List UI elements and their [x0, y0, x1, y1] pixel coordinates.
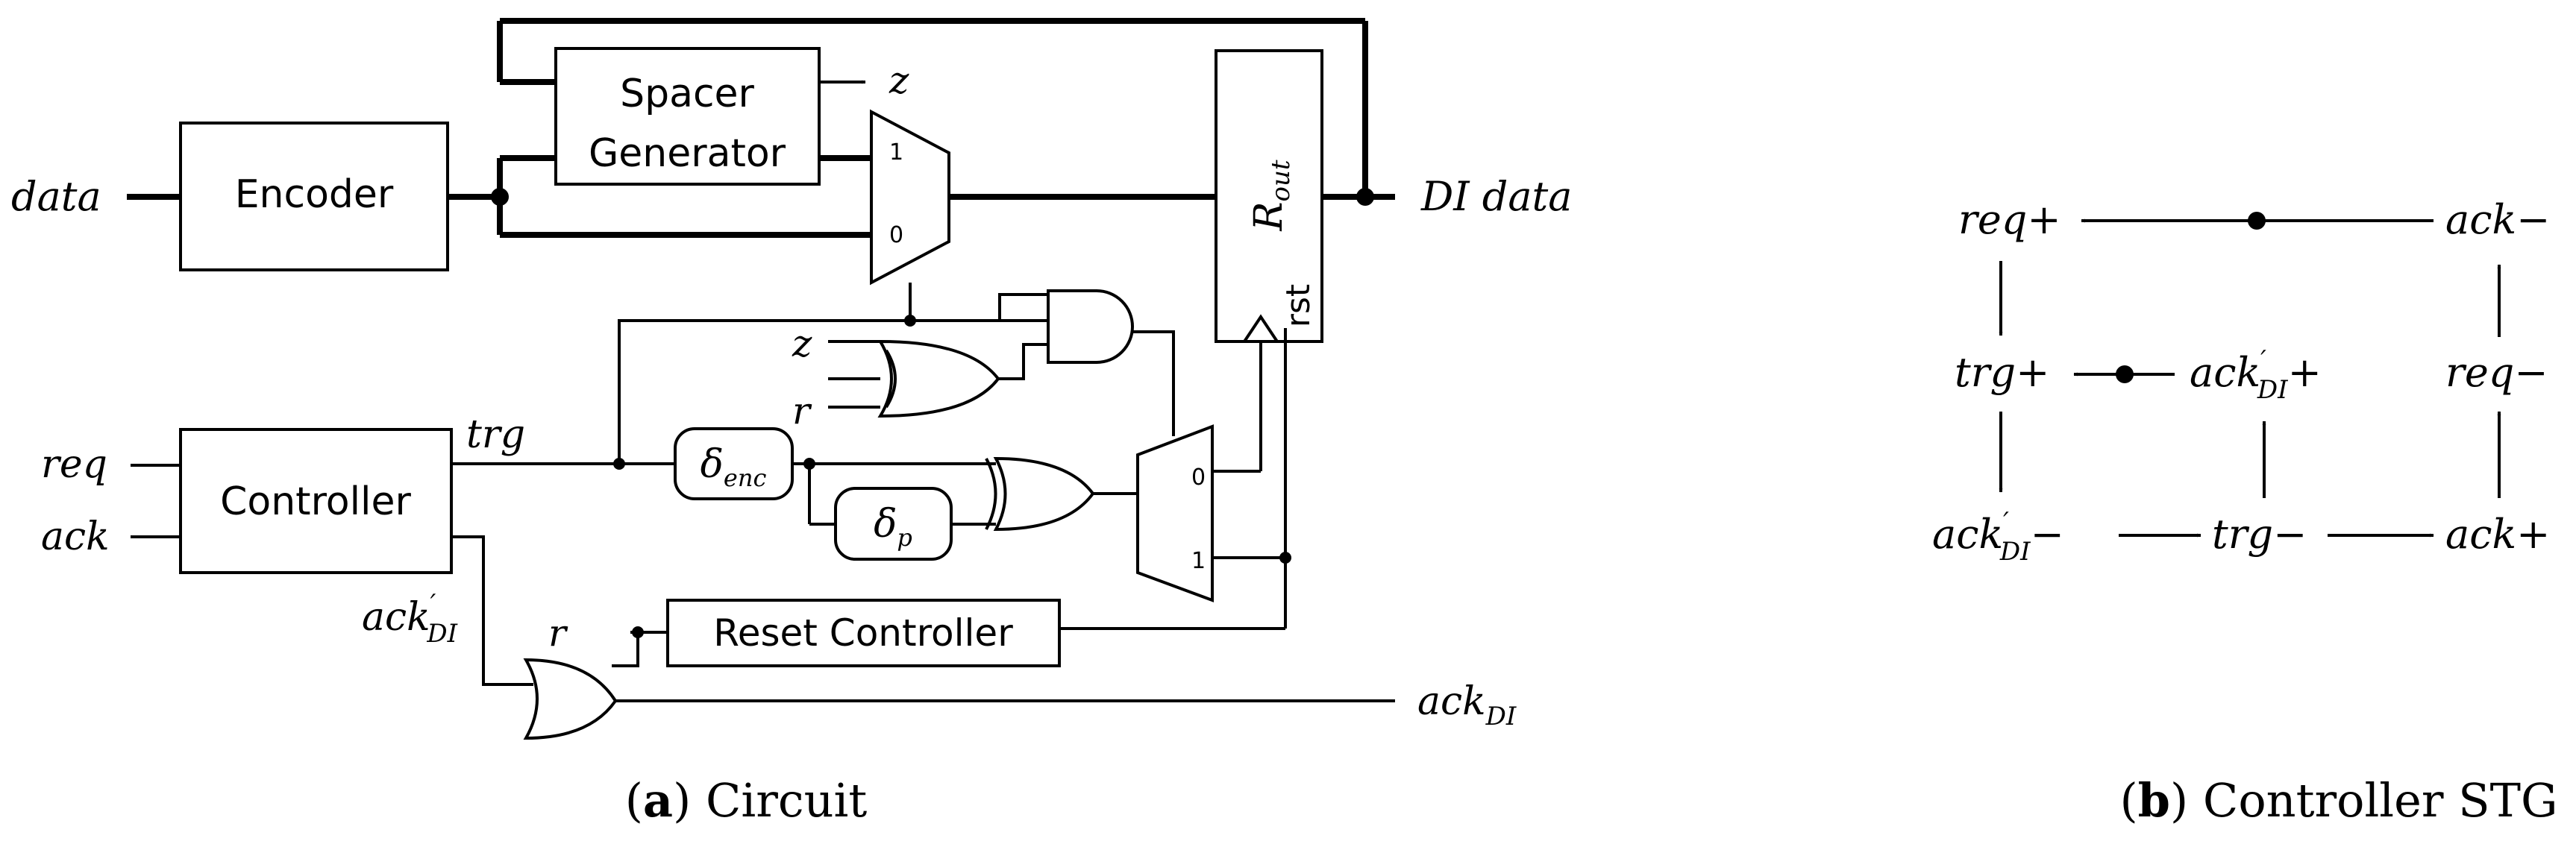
mux2-input-0-label: 0: [1191, 465, 1206, 491]
stg-token: [2248, 212, 2266, 230]
junction-dot: [491, 188, 509, 206]
encoder-label: Encoder: [235, 172, 394, 217]
trg-label: trg: [466, 412, 525, 457]
junction-dot: [904, 315, 916, 327]
stg-token: [2116, 365, 2134, 383]
stg-node-req-minus: req−: [2445, 349, 2548, 396]
spacer-generator-block: Spacer Generator: [554, 47, 821, 186]
req-input-label: req: [41, 442, 107, 487]
control-mux: 0 1: [1136, 424, 1214, 602]
output-mux: 1 0: [870, 109, 950, 286]
svg-text:ack′DI+: ack′DI+: [2190, 345, 2322, 405]
svg-text:ackDI: ackDI: [1417, 679, 1517, 731]
stg-node-ack-minus: ack−: [2445, 196, 2550, 243]
register-rst-label: rst: [1279, 284, 1317, 327]
reset-controller-block: Reset Controller: [666, 599, 1061, 667]
svg-text:ack′DI−: ack′DI−: [1932, 507, 2064, 567]
register-subscript: out: [1266, 160, 1296, 201]
svg-text:δp: δp: [874, 502, 912, 552]
ack-di-output-label: ack: [1417, 679, 1486, 724]
spacer-label-line2: Generator: [589, 131, 786, 176]
z-output-label: z: [889, 59, 909, 102]
svg-text:ack′DI: ack′DI: [362, 589, 458, 649]
ack-di-prime-subscript: DI: [426, 619, 457, 649]
stg-node-ack-di-minus: ack: [1932, 511, 2003, 558]
r-input-label: r: [792, 389, 812, 432]
junction-dot: [1279, 552, 1291, 564]
stg-node-ack-di-minus-sign: −: [2031, 511, 2064, 558]
reset-controller-label: Reset Controller: [713, 611, 1013, 655]
stg-node-trg-minus: trg−: [2212, 511, 2307, 558]
caption-b-letter: b: [2138, 773, 2170, 828]
junction-dot: [803, 458, 815, 470]
and-gate: [1047, 289, 1134, 364]
caption-a-letter: a: [643, 773, 673, 828]
stg-node-req-plus: req+: [1958, 196, 2061, 243]
delay-p-block: δp: [834, 487, 953, 561]
delay-p-subscript: p: [897, 523, 912, 552]
stg-node-trg-plus: trg+: [1955, 349, 2049, 396]
caption-a-text: Circuit: [706, 773, 867, 828]
data-input-label: data: [11, 173, 101, 220]
or-gate-spacer: [877, 339, 1000, 418]
svg-text:Rout: Rout: [1247, 160, 1296, 232]
stg-node-ack-di-plus: ack: [2190, 349, 2260, 396]
xor-gate: [985, 456, 1095, 532]
svg-text:δenc: δenc: [701, 442, 767, 492]
mux2-input-1-label: 1: [1191, 548, 1206, 574]
mux-input-1-label: 1: [889, 139, 903, 166]
di-data-output-label: DI data: [1420, 173, 1572, 220]
controller-block: Controller: [179, 428, 453, 574]
controller-stg: req+ ack− trg+ ack′DI+ req− ack′DI− trg−…: [1932, 196, 2558, 828]
ack-di-prime-label: ack: [362, 595, 430, 640]
delay-enc-block: δenc: [674, 427, 794, 500]
data-bus-wires: [127, 18, 1395, 238]
delay-enc-label: δ: [701, 442, 724, 487]
stg-node-ack-di-plus-sub: DI: [2257, 375, 2288, 405]
caption-b-text: Controller STG: [2203, 773, 2558, 828]
delay-p-label: δ: [874, 502, 897, 547]
r-output-label: r: [548, 611, 568, 655]
stg-node-ack-di-minus-sub: DI: [1999, 537, 2031, 567]
mux-input-0-label: 0: [889, 222, 903, 248]
delay-enc-subscript: enc: [724, 464, 767, 492]
or-gate-ack: [523, 658, 618, 740]
junction-dot: [613, 458, 625, 470]
spacer-label-line1: Spacer: [620, 72, 754, 116]
output-register: Rout rst: [1215, 49, 1323, 343]
ack-di-output-subscript: DI: [1485, 702, 1517, 731]
circuit-diagram: Encoder Spacer Generator z 1 0 Rout rst …: [11, 18, 1572, 828]
encoder-block: Encoder: [179, 122, 449, 271]
junction-dot: [632, 626, 644, 638]
stg-node-ack-di-plus-sign: +: [2288, 349, 2322, 396]
ack-input-label: ack: [41, 514, 110, 559]
controller-label: Controller: [220, 479, 411, 524]
svg-text:(a) Circuit: (a) Circuit: [625, 773, 868, 828]
z-input-label: z: [792, 322, 812, 365]
register-label: R: [1247, 201, 1291, 231]
junction-dot: [1356, 188, 1374, 206]
svg-text:(b) Controller STG: (b) Controller STG: [2119, 773, 2557, 828]
stg-arcs: [1999, 212, 2501, 538]
stg-node-ack-plus: ack+: [2445, 511, 2550, 558]
control-wires: [131, 283, 1395, 702]
